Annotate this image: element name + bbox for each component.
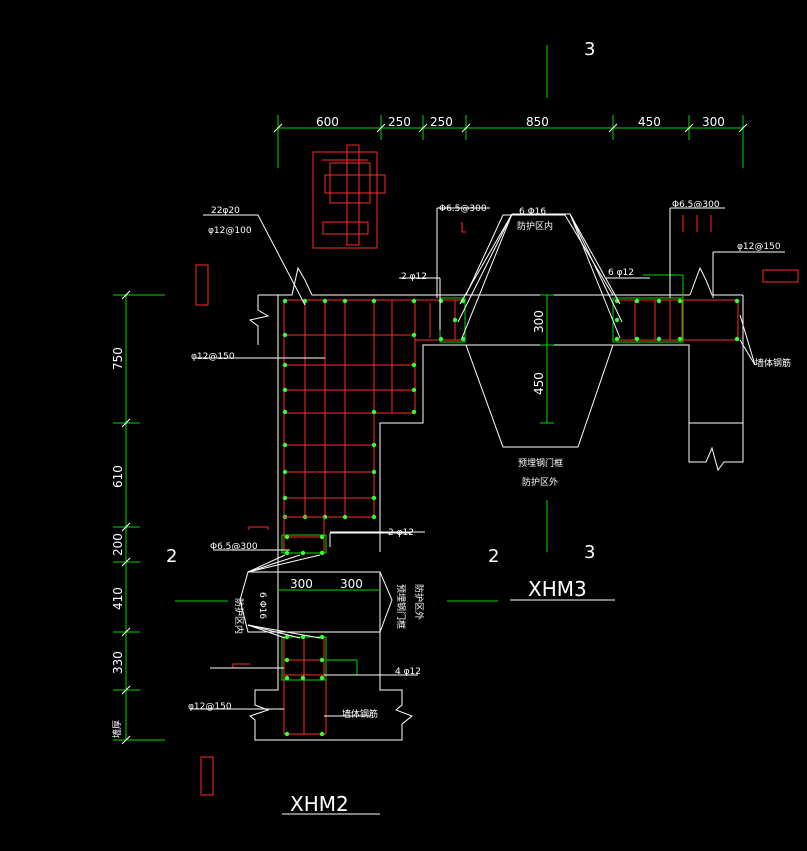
label-phi6-5-300-top: Φ6.5@300 bbox=[439, 204, 487, 214]
label-6phi16-top: 6 Φ16 bbox=[519, 207, 546, 217]
label-phi12-150-right: φ12@150 bbox=[737, 242, 781, 252]
top-dim-300: 300 bbox=[702, 115, 725, 129]
axis-label-2-left: 2 bbox=[166, 546, 177, 567]
left-dim-410: 410 bbox=[111, 587, 125, 610]
rebar-bar-mark-left bbox=[195, 264, 209, 306]
inner-dim-300: 300 bbox=[532, 310, 546, 333]
title-xhm2: XHM2 bbox=[290, 792, 349, 816]
inner-dim-450: 450 bbox=[532, 372, 546, 395]
label-2phi12-lower: 2 φ12 bbox=[388, 528, 414, 538]
label-protection-inside-top: 防护区内 bbox=[517, 220, 553, 232]
lower-bar-dots bbox=[284, 534, 325, 737]
top-detail-rebar-sketch bbox=[312, 144, 386, 249]
top-dimension-chain bbox=[273, 115, 748, 168]
rebar-bar-mark-right bbox=[762, 269, 799, 283]
top-dim-600: 600 bbox=[316, 115, 339, 129]
upper-rebar-cage bbox=[283, 299, 739, 518]
label-phi12-150-left: φ12@150 bbox=[191, 352, 235, 362]
lower-section-outline bbox=[239, 532, 413, 741]
axis-label-3-top: 3 bbox=[584, 39, 595, 60]
label-inside-lower: 防护区内 bbox=[233, 598, 245, 634]
title-xhm3: XHM3 bbox=[528, 577, 587, 601]
left-dim-330: 330 bbox=[111, 651, 125, 674]
top-dim-850: 850 bbox=[526, 115, 549, 129]
label-4phi12: 4 φ12 bbox=[395, 667, 421, 677]
lower-leader-lines bbox=[190, 531, 425, 717]
label-outside-lower: 防护区外 bbox=[413, 584, 425, 620]
label-phi12-100: φ12@100 bbox=[208, 226, 252, 236]
label-6phi16-lower: 6 Φ16 bbox=[257, 592, 267, 619]
label-outside-upper: 防护区外 bbox=[522, 476, 558, 488]
left-dim-wall-thickness: 墙厚 bbox=[111, 720, 123, 738]
left-dim-610: 610 bbox=[111, 465, 125, 488]
label-2phi12-upper: 2 φ12 bbox=[401, 272, 427, 282]
top-dim-450: 450 bbox=[638, 115, 661, 129]
upper-bar-dots bbox=[282, 298, 740, 520]
inner-vertical-dims bbox=[540, 294, 554, 424]
label-door-frame-lower: 预埋钢门框 bbox=[395, 584, 407, 629]
rebar-bar-mark-bottom bbox=[200, 756, 214, 796]
label-phi12-150-lower: φ12@150 bbox=[188, 702, 232, 712]
axis-label-2-mid: 2 bbox=[488, 546, 499, 567]
label-wall-bars-right: 墙体钢筋 bbox=[755, 357, 791, 369]
label-22phi20: 22φ20 bbox=[211, 206, 240, 216]
top-dim-250b: 250 bbox=[430, 115, 453, 129]
axis-label-3-mid: 3 bbox=[584, 542, 595, 563]
upper-rebar-green-stirrups bbox=[439, 274, 714, 343]
left-dim-750: 750 bbox=[111, 347, 125, 370]
label-phi6-5-300-lower: Φ6.5@300 bbox=[210, 542, 258, 552]
stirrup-hook-marks bbox=[232, 215, 712, 668]
label-6phi12-right: 6 φ12 bbox=[608, 268, 634, 278]
lower-dim-300b: 300 bbox=[340, 577, 363, 591]
label-door-frame-upper: 预埋钢门框 bbox=[518, 457, 563, 469]
axis-lines bbox=[175, 45, 548, 602]
lower-rebar-cage bbox=[283, 516, 327, 735]
lower-dim-300a: 300 bbox=[290, 577, 313, 591]
lower-rebar-green bbox=[281, 534, 358, 681]
label-wall-bars-lower: 墙体钢筋 bbox=[342, 708, 378, 720]
top-dim-250a: 250 bbox=[388, 115, 411, 129]
upper-section-outline bbox=[248, 214, 744, 552]
upper-leader-lines bbox=[195, 207, 785, 366]
left-dim-200: 200 bbox=[111, 533, 125, 556]
label-phi6-5-300-right: Φ6.5@300 bbox=[672, 200, 720, 210]
left-dimension-chain bbox=[113, 290, 165, 745]
